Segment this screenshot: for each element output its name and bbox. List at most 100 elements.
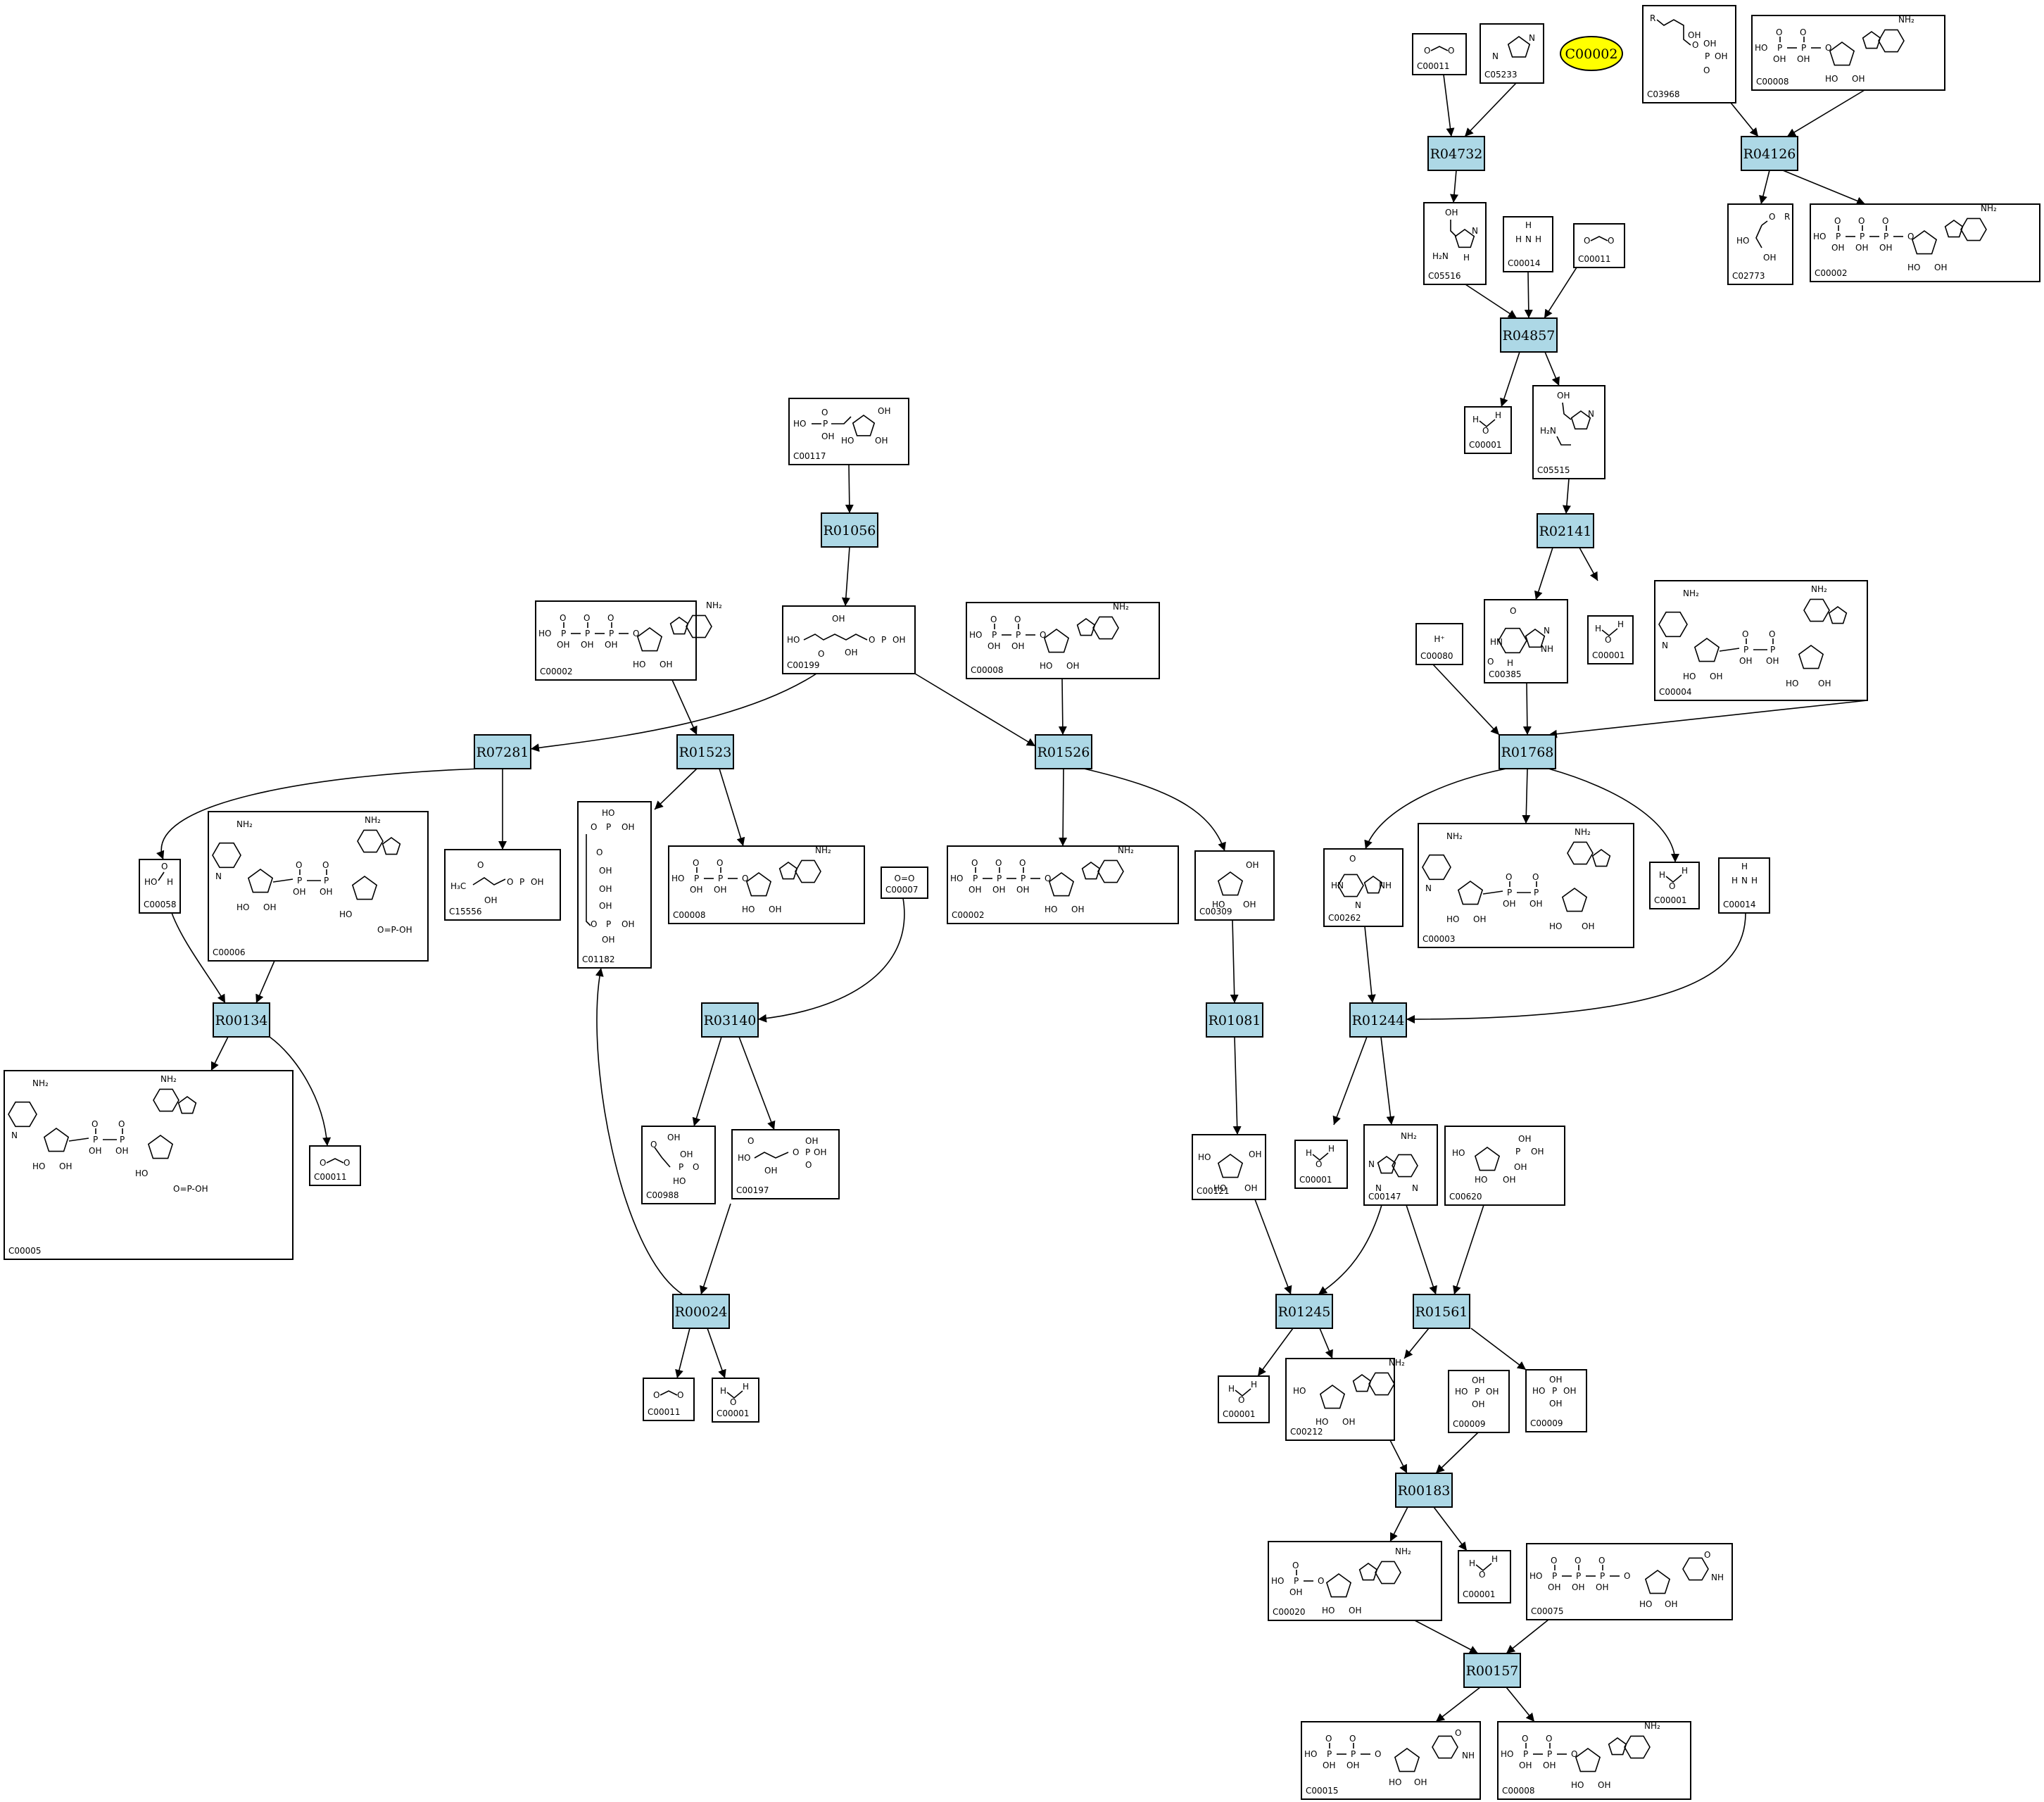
compound-box[interactable] (881, 867, 928, 899)
reaction-box[interactable] (676, 734, 734, 769)
reaction-box[interactable] (1395, 1473, 1453, 1508)
reaction-box[interactable] (1741, 136, 1798, 171)
compound-box[interactable] (1412, 33, 1467, 75)
reaction-box[interactable] (1035, 734, 1092, 769)
compound-box[interactable] (1503, 216, 1553, 272)
compound-box[interactable] (947, 845, 1179, 924)
reaction-box[interactable] (672, 1294, 730, 1329)
compound-box[interactable] (1458, 1550, 1511, 1603)
reaction-node-r04732[interactable]: R04732 (1427, 136, 1485, 171)
reaction-node-r04857[interactable]: R04857 (1500, 317, 1558, 353)
compound-box[interactable] (1810, 203, 2040, 282)
reaction-box[interactable] (474, 734, 531, 769)
compound-box[interactable] (139, 859, 181, 914)
compound-box[interactable] (1654, 580, 1868, 701)
compound-box[interactable] (1525, 1369, 1587, 1432)
reaction-box[interactable] (1463, 1653, 1521, 1688)
compound-box[interactable] (1192, 1134, 1266, 1200)
compound-box[interactable] (1194, 850, 1275, 921)
compound-box[interactable] (1587, 615, 1634, 664)
compound-node-c00080[interactable]: H⁺C00080 (1415, 623, 1463, 665)
compound-box[interactable] (208, 811, 429, 962)
compound-box[interactable] (712, 1378, 759, 1423)
reaction-node-r01244[interactable]: R01244 (1349, 1002, 1407, 1038)
compound-box[interactable] (643, 1378, 695, 1421)
compound-box[interactable] (1448, 1370, 1510, 1433)
reaction-node-r00024[interactable]: R00024 (672, 1294, 730, 1329)
reaction-box[interactable] (821, 512, 878, 548)
compound-box[interactable] (1718, 857, 1770, 914)
reaction-node-r01526[interactable]: R01526 (1035, 734, 1092, 769)
compound-box[interactable] (1423, 202, 1487, 285)
reaction-box[interactable] (1275, 1294, 1333, 1329)
compound-box[interactable] (1418, 823, 1634, 948)
reaction-box[interactable] (1206, 1002, 1263, 1038)
reaction-node-r01056[interactable]: R01056 (821, 512, 878, 548)
compound-box[interactable] (1751, 15, 1945, 91)
compound-box[interactable] (788, 398, 909, 465)
compound-box[interactable] (1532, 385, 1605, 479)
compound-box[interactable] (966, 602, 1160, 679)
reaction-box[interactable] (1500, 317, 1558, 353)
reaction-box[interactable] (701, 1002, 759, 1038)
compound-box[interactable] (309, 1145, 361, 1186)
compound-box[interactable] (1285, 1358, 1395, 1441)
reaction-box[interactable] (1427, 136, 1485, 171)
reaction-node-r00183[interactable]: R00183 (1395, 1473, 1453, 1508)
reaction-node-r01561[interactable]: R01561 (1413, 1294, 1470, 1329)
compound-box[interactable] (1415, 623, 1463, 665)
compound-box[interactable] (1649, 862, 1700, 909)
reaction-box[interactable] (1537, 513, 1594, 548)
reaction-node-r01081[interactable]: R01081 (1206, 1002, 1263, 1038)
reaction-node-r01245[interactable]: R01245 (1275, 1294, 1333, 1329)
compound-box[interactable] (731, 1129, 840, 1199)
reaction-node-r00134[interactable]: R00134 (213, 1002, 270, 1038)
reaction-node-r04126[interactable]: R04126 (1741, 136, 1798, 171)
compound-box[interactable] (1480, 23, 1544, 84)
compound-box[interactable] (641, 1126, 716, 1204)
reaction-box[interactable] (213, 1002, 270, 1038)
highlight-compound-node[interactable]: C00002 (1560, 36, 1623, 71)
reaction-box[interactable] (1499, 734, 1556, 769)
reaction-node-r01768[interactable]: R01768 (1499, 734, 1556, 769)
compound-box[interactable] (1464, 406, 1512, 454)
compound-box[interactable] (1294, 1140, 1348, 1189)
